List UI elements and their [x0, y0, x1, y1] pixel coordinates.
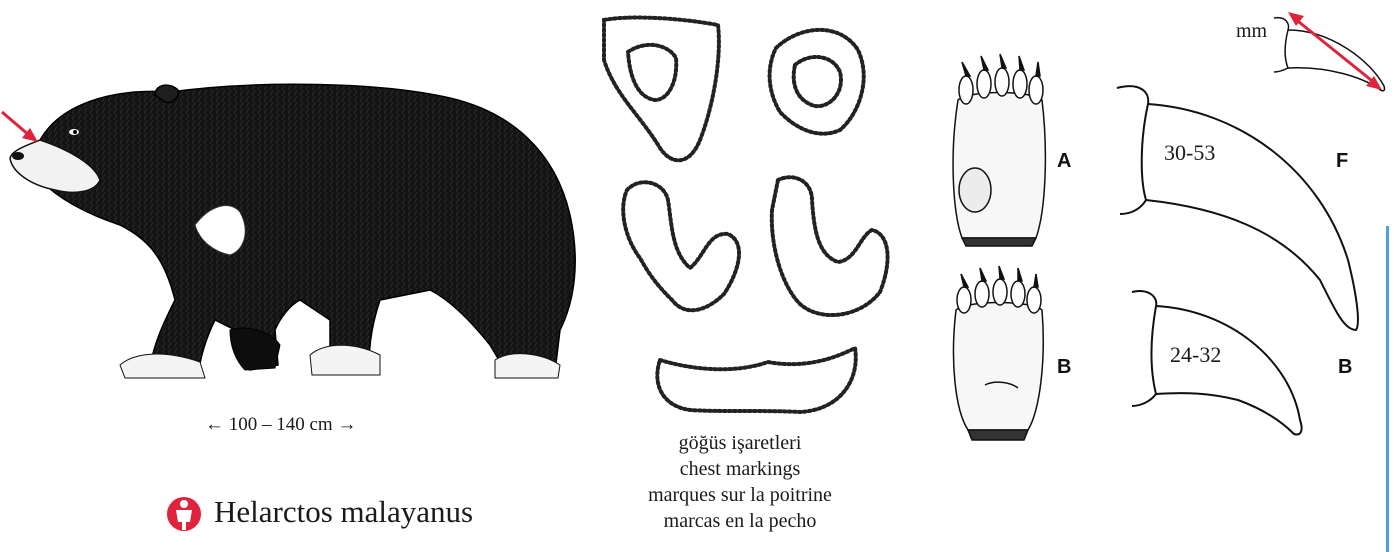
hind-paw-label: B	[1057, 356, 1071, 379]
species-row: Helarctos malayanus	[164, 494, 473, 530]
front-claw-label: F	[1336, 150, 1348, 173]
claw-front-outline	[1117, 86, 1358, 330]
chest-marking-2	[770, 30, 864, 134]
hind-claw-label: B	[1338, 356, 1352, 379]
paw-print-hind	[953, 266, 1043, 440]
page-edge-line	[1386, 226, 1389, 552]
chest-marking-3	[623, 182, 739, 310]
hind-claw-length-range: 24-32	[1170, 342, 1221, 368]
caption-line-fr: marques sur la poitrine	[600, 482, 880, 508]
caption-line-tr: göğüs işaretleri	[600, 430, 880, 456]
chest-marking-5	[657, 348, 855, 412]
chest-marking-1	[604, 18, 719, 161]
unit-label: mm	[1236, 20, 1267, 43]
claw-measurement-inset	[1274, 12, 1385, 91]
chest-marking-shapes	[604, 18, 888, 412]
chest-marking-4	[772, 177, 888, 315]
paw-print-front	[953, 54, 1045, 246]
front-paw-label: A	[1057, 150, 1071, 173]
sun-bear-illustration	[10, 84, 575, 378]
forehead-arrow	[2, 112, 38, 142]
caption-line-en: chest markings	[600, 456, 880, 482]
front-claw-length-range: 30-53	[1164, 140, 1215, 166]
species-icon-spacer	[164, 495, 204, 529]
chest-markings-caption: göğüs işaretleri chest markings marques …	[600, 430, 880, 534]
measurement-arrow	[1294, 18, 1376, 84]
body-length-label: ← 100 – 140 cm →	[205, 414, 356, 436]
caption-line-es: marcas en la pecho	[600, 508, 880, 534]
species-name: Helarctos malayanus	[214, 494, 473, 530]
